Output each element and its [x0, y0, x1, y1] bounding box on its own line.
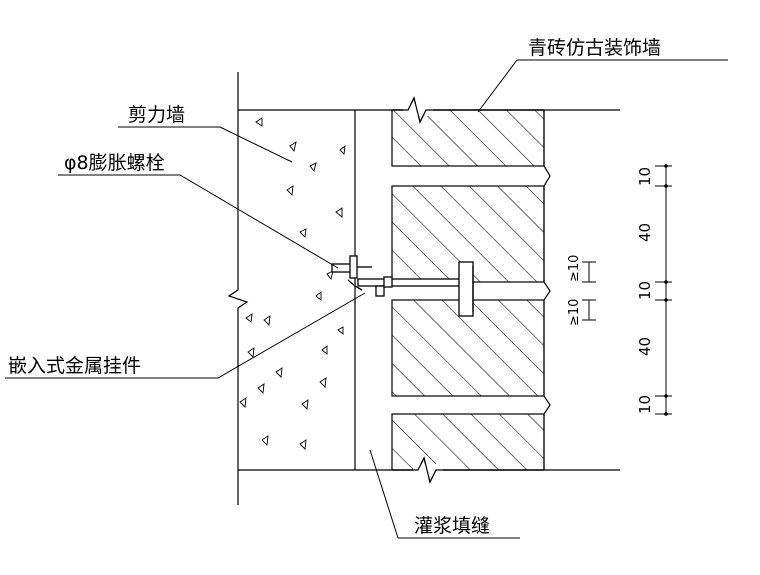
leader-lines	[5, 59, 728, 539]
dim-bottom-joint: 10	[636, 395, 654, 414]
expansion-bolt	[331, 255, 372, 291]
brick-top	[391, 109, 545, 167]
dim-gap-upper: ≥10	[567, 255, 582, 282]
dim-gap-lower: ≥10	[567, 299, 582, 326]
brick-bottom	[391, 413, 545, 471]
grout-label: 灌浆填缝	[414, 515, 490, 537]
bolt-label: φ8膨胀螺栓	[64, 152, 165, 174]
dim-top-joint: 10	[636, 167, 654, 186]
shear-wall-label: 剪力墙	[128, 104, 185, 126]
metal-hanger	[357, 261, 474, 317]
gap-dimension	[582, 261, 596, 321]
dimension-chain	[655, 165, 672, 415]
concrete-aggregate	[239, 117, 346, 450]
hanger-label: 嵌入式金属挂件	[8, 355, 141, 377]
brick-right-face	[543, 110, 551, 470]
facing-bricks	[391, 109, 545, 471]
dim-brick-lower: 40	[636, 337, 654, 356]
dim-mid-joint: 10	[636, 281, 654, 300]
dim-brick-upper: 40	[636, 223, 654, 242]
facing-wall-label: 青砖仿古装饰墙	[528, 37, 661, 59]
